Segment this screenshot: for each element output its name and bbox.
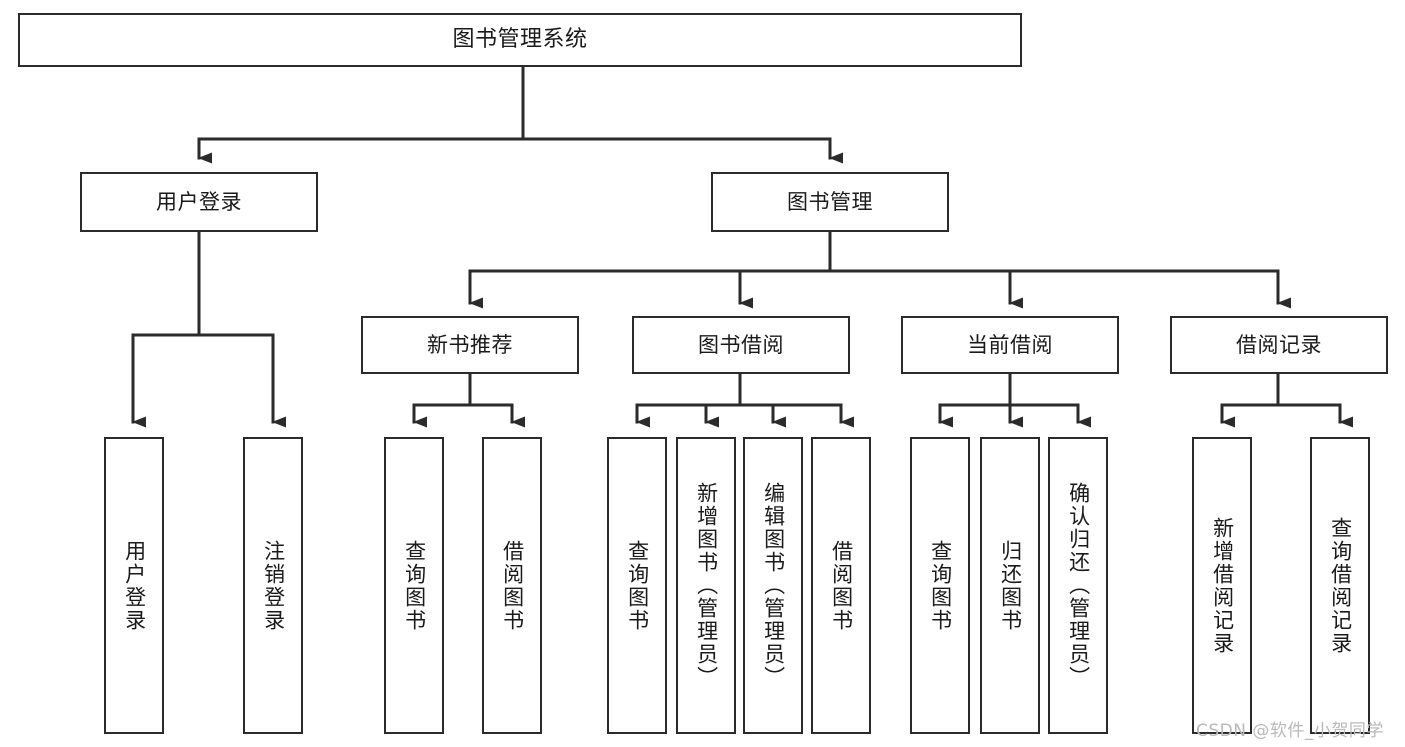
node-book-management[interactable]: 图书管理 bbox=[711, 172, 949, 232]
node-book-borrow[interactable]: 图书借阅 bbox=[632, 316, 850, 374]
node-label: 借阅记录 bbox=[1236, 332, 1322, 357]
leaf-current-borrow-query[interactable]: 查询图书 bbox=[910, 437, 970, 734]
node-label: 编辑图书（管理员） bbox=[761, 482, 786, 689]
leaf-borrow-records-query[interactable]: 查询借阅记录 bbox=[1310, 437, 1370, 734]
node-label: 查询图书 bbox=[402, 539, 427, 632]
node-label: 查询借阅记录 bbox=[1328, 516, 1353, 655]
node-label: 新增图书（管理员） bbox=[694, 482, 719, 689]
node-label: 查询图书 bbox=[928, 539, 953, 632]
node-label: 借阅图书 bbox=[829, 539, 854, 632]
leaf-book-borrow-add-admin[interactable]: 新增图书（管理员） bbox=[676, 437, 736, 734]
leaf-borrow-records-add[interactable]: 新增借阅记录 bbox=[1192, 437, 1252, 734]
node-label: 新书推荐 bbox=[427, 332, 513, 357]
leaf-user-login-signin[interactable]: 用户登录 bbox=[104, 437, 164, 734]
node-label: 查询图书 bbox=[625, 539, 650, 632]
node-label: 图书管理系统 bbox=[452, 27, 588, 53]
node-label: 注销登录 bbox=[261, 539, 286, 632]
node-new-book-recommend[interactable]: 新书推荐 bbox=[361, 316, 579, 374]
leaf-user-login-signout[interactable]: 注销登录 bbox=[243, 437, 303, 734]
node-label: 用户登录 bbox=[156, 189, 242, 214]
node-label: 确认归还（管理员） bbox=[1066, 482, 1091, 689]
node-label: 当前借阅 bbox=[967, 332, 1053, 357]
leaf-book-borrow-borrow[interactable]: 借阅图书 bbox=[811, 437, 871, 734]
node-label: 用户登录 bbox=[122, 539, 147, 632]
node-root-book-management-system[interactable]: 图书管理系统 bbox=[18, 13, 1022, 67]
node-user-login[interactable]: 用户登录 bbox=[80, 172, 318, 232]
node-borrow-records[interactable]: 借阅记录 bbox=[1170, 316, 1388, 374]
leaf-new-book-borrow[interactable]: 借阅图书 bbox=[482, 437, 542, 734]
leaf-book-borrow-query[interactable]: 查询图书 bbox=[607, 437, 667, 734]
node-label: 归还图书 bbox=[998, 539, 1023, 632]
leaf-book-borrow-edit-admin[interactable]: 编辑图书（管理员） bbox=[743, 437, 803, 734]
node-label: 借阅图书 bbox=[500, 539, 525, 632]
node-current-borrow[interactable]: 当前借阅 bbox=[901, 316, 1119, 374]
leaf-current-borrow-return[interactable]: 归还图书 bbox=[980, 437, 1040, 734]
leaf-current-borrow-confirm-admin[interactable]: 确认归还（管理员） bbox=[1048, 437, 1108, 734]
node-label: 图书管理 bbox=[787, 189, 873, 214]
node-label: 新增借阅记录 bbox=[1210, 516, 1235, 655]
csdn-watermark: CSDN @软件_小贺同学 bbox=[1196, 721, 1384, 741]
node-label: 图书借阅 bbox=[698, 332, 784, 357]
leaf-new-book-query[interactable]: 查询图书 bbox=[384, 437, 444, 734]
